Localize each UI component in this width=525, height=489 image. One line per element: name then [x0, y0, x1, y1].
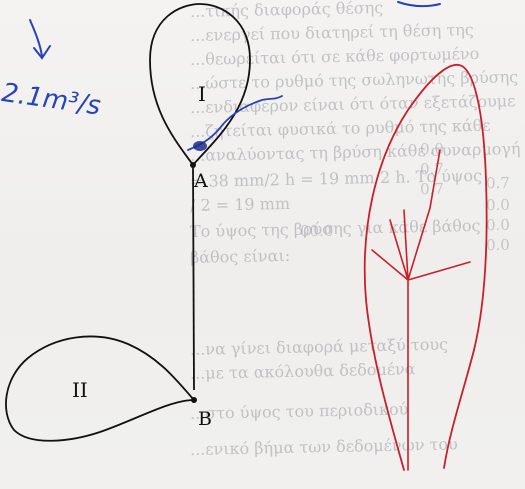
red-pen-leaf-veins — [371, 149, 471, 471]
blue-pen-arrow — [29, 19, 51, 60]
loop-i-outline — [149, 3, 251, 167]
pipe-a-to-b — [192, 164, 195, 391]
loop-i-label: I — [198, 82, 206, 106]
red-pen-leaf-outline — [363, 63, 488, 471]
loop-ii-outline — [5, 335, 197, 442]
junction-b-node — [191, 397, 197, 403]
junction-a-node — [190, 162, 196, 168]
junction-b-label: B — [198, 408, 212, 430]
blue-pen-corner-stroke — [397, 1, 441, 8]
blue-pen-blot — [193, 141, 207, 151]
loop-ii-label: II — [72, 378, 88, 402]
blue-pen-squiggle — [187, 95, 283, 151]
junction-a-label: A — [194, 170, 208, 192]
